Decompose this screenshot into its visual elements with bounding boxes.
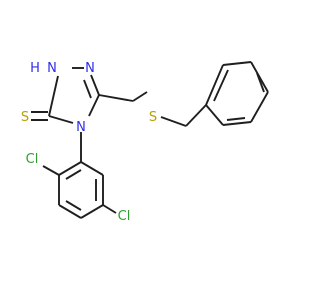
benzylthio-chain [98,91,207,127]
bond-c5-ch2 [98,94,134,102]
benzyl-bond-6 [205,104,224,126]
triazole-ring [48,67,100,124]
bond-n2-c5 [90,74,100,96]
bond-n2-c5-double [83,79,92,99]
benzyl-inner-3 [226,117,246,121]
aryl-bond-1 [80,161,104,176]
benzyl-bond-1 [205,64,224,106]
benzyl-ring [205,61,269,126]
molecule-diagram: H N N N S S Cl Cl [21,61,269,224]
benzyl-bond-5 [222,121,252,126]
bond-s-ch2 [160,116,187,127]
aryl-bond-6 [58,161,82,176]
aryl-bond-4 [58,204,82,219]
bond-ch2-s [132,91,148,102]
atom-label-h: H [30,61,40,76]
benzyl-inner-1 [213,69,229,102]
aryl-inner-2 [65,200,82,211]
atom-label-thione-s: S [21,110,29,125]
bond-n4-c3 [48,115,74,124]
bond-aryl-cl-bottom [102,204,117,214]
atom-labels: H N N N S S Cl Cl [21,61,157,224]
bond-c3-n1 [48,75,59,117]
benzyl-bond-3 [250,61,269,93]
aryl-inner-3 [65,169,82,180]
bond-aryl-cl-top [42,165,60,176]
thione-group [31,111,48,121]
bond-ch2-ring [185,104,207,127]
bond-c5-n4 [88,94,100,117]
atom-label-thioether-s: S [149,110,157,125]
benzyl-bond-2 [222,61,252,66]
molecule-structure: H N N N S S Cl Cl [21,61,269,224]
aryl-bond-3 [80,204,104,219]
benzyl-inner-2 [256,72,265,93]
atom-label-n1: N [47,61,57,76]
atom-label-chlorine-bottom: Cl [118,209,131,224]
benzyl-bond-4 [250,91,269,123]
atom-label-n2: N [85,61,95,76]
atom-label-n4: N [76,120,86,135]
atom-label-chlorine-top: Cl [26,152,39,167]
dichlorophenyl-ring [42,132,117,219]
